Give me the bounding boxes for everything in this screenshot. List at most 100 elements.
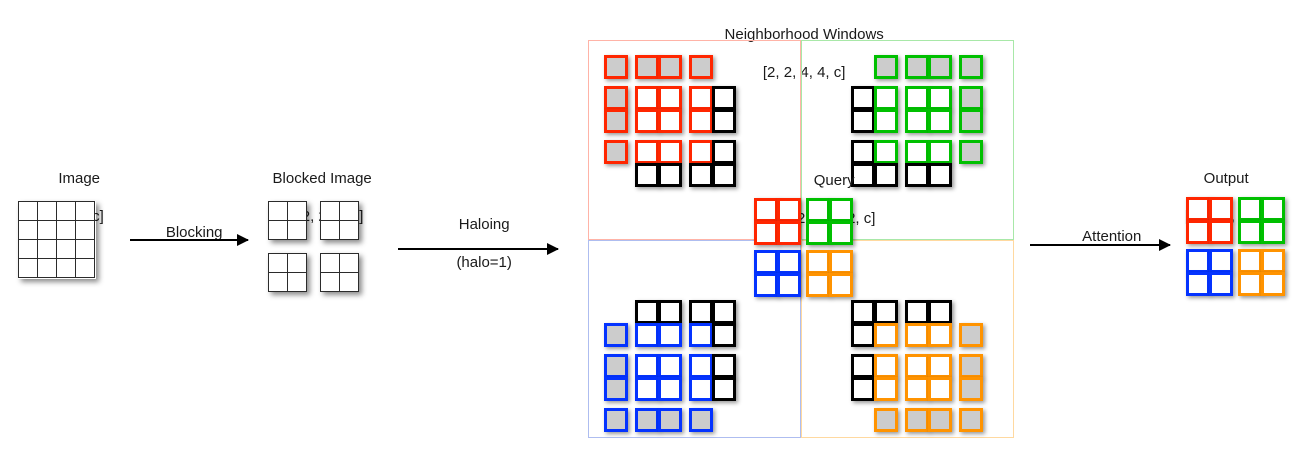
halo-cell [905,55,929,79]
haloing-arrow-label: Haloing [458,216,510,233]
window-cell [658,140,682,164]
halo-cell [959,55,983,79]
image-cell [75,258,95,278]
query-cell-blue [777,250,801,274]
quadrant-frame-bottom-right [801,240,1014,438]
window-cell [905,377,929,401]
halo-cell [905,408,929,432]
neighbor-cell [712,140,736,164]
neighbor-cell [712,86,736,110]
query-grid [754,198,854,297]
blocked-image-cell [287,220,307,240]
neighborhood-window-blue [604,300,774,470]
halo-cell [604,109,628,133]
window-cell [928,140,952,164]
query-cell-green [806,221,830,245]
halo-cell [604,377,628,401]
neighbor-cell [712,354,736,378]
neighbor-cell [712,163,736,187]
neighbor-cell [712,109,736,133]
window-cell [689,323,713,347]
neighborhood-windows-label: Neighborhood Windows [2, 2, 4, 4, c] [650,6,950,82]
window-cell [928,377,952,401]
blocked-image-grid [268,201,360,293]
halo-cell [874,55,898,79]
neighbor-cell [658,300,682,324]
image-cell [18,201,38,221]
window-cell [635,86,659,110]
blocked-image-cell [339,220,359,240]
attention-arrow [1030,239,1171,251]
output-cell-red [1186,197,1210,221]
image-cell [37,239,57,259]
window-cell [689,140,713,164]
blocked-image-cell [339,201,359,221]
neighborhood-window-orange [851,300,1021,470]
query-cell-orange [806,273,830,297]
window-cell [635,323,659,347]
neighborhood-window-red [604,55,774,225]
blocked-image-cell [320,253,340,273]
neighbor-cell [851,140,875,164]
output-cell-green [1238,220,1262,244]
image-cell [18,239,38,259]
halo-cell [604,323,628,347]
blocked-image-cell [339,253,359,273]
window-cell [905,86,929,110]
halo-cell [635,55,659,79]
blocked-image-cell [287,272,307,292]
blocked-image-cell [268,272,288,292]
blocked-image-block [268,201,307,240]
halo-cell [604,140,628,164]
query-cell-orange [829,273,853,297]
halo-cell [959,86,983,110]
output-cell-red [1209,220,1233,244]
window-cell [874,140,898,164]
halo-cell [689,55,713,79]
neighbor-cell [851,86,875,110]
window-cell [928,109,952,133]
halo-cell [928,55,952,79]
image-cell [56,239,76,259]
neighbor-cell [874,300,898,324]
blocked-image-cell [287,201,307,221]
query-cell-blue [754,250,778,274]
halo-cell [604,55,628,79]
quadrant-frame-top-right [801,40,1014,240]
neighbor-cell [851,109,875,133]
halo-cell [604,354,628,378]
window-cell [928,323,952,347]
image-cell [37,258,57,278]
halo-cell [959,140,983,164]
halo-cell [658,55,682,79]
window-cell [874,377,898,401]
image-cell [18,220,38,240]
halo-cell [928,408,952,432]
blocking-arrow-label: Blocking [165,224,223,241]
output-cell-orange [1261,272,1285,296]
neighbor-cell [689,300,713,324]
halo-cell [959,377,983,401]
blocked-image-block [320,253,359,292]
window-cell [658,323,682,347]
blocking-arrow [130,234,249,246]
window-cell [874,86,898,110]
image-cell [37,201,57,221]
neighborhood-window-green [851,55,1021,225]
image-title: Image [58,170,101,187]
halo-cell [604,408,628,432]
image-cell [37,220,57,240]
window-cell [689,377,713,401]
window-cell [635,140,659,164]
attention-label: Attention [1038,208,1178,246]
window-cell [905,354,929,378]
blocked-image-cell [320,220,340,240]
halo-cell [689,408,713,432]
image-cell [75,220,95,240]
halo-cell [959,109,983,133]
halo-cell [959,323,983,347]
window-cell [635,354,659,378]
neighbor-cell [635,300,659,324]
halo-cell [959,408,983,432]
neighborhood-windows-shape: [2, 2, 4, 4, c] [762,64,846,81]
